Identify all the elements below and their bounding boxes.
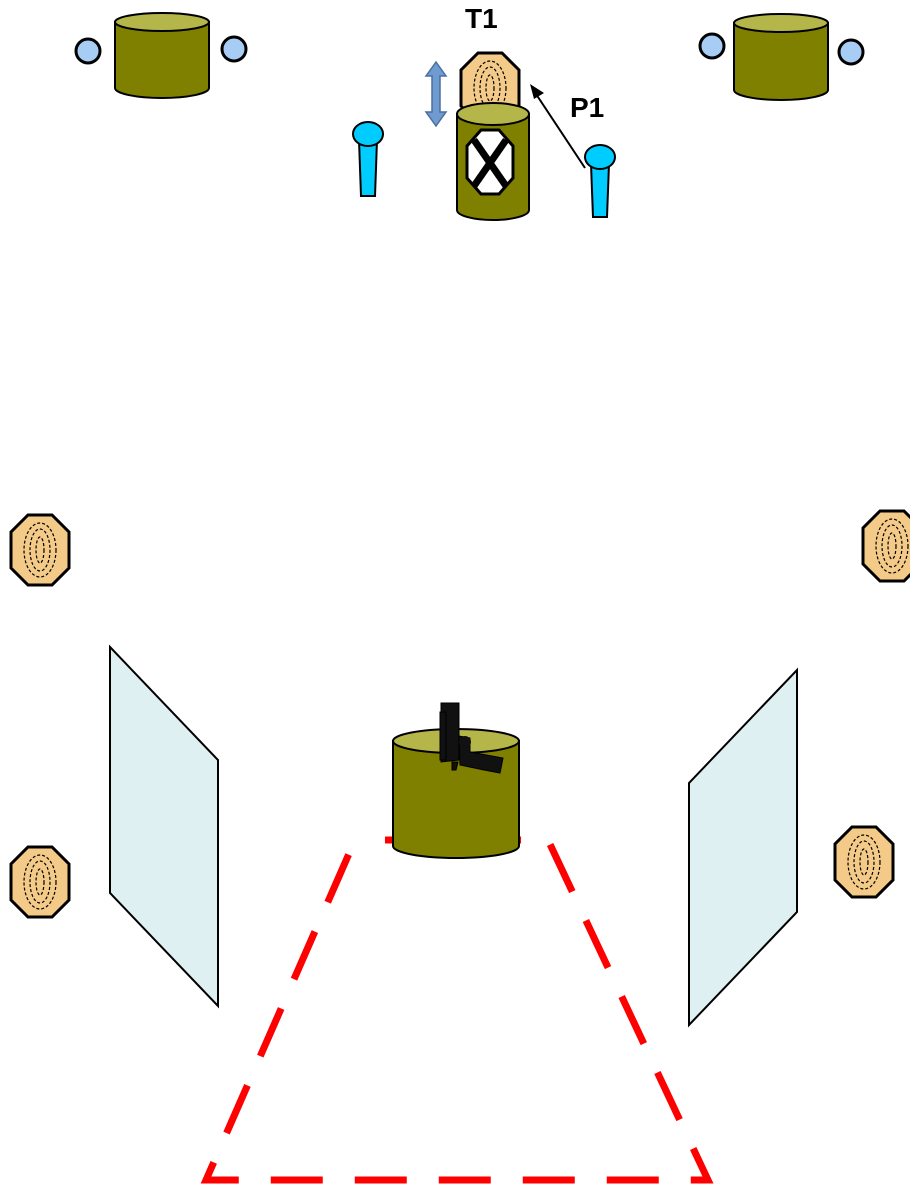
mini-popper-right-2 [837,38,865,66]
mover-arrow-icon [424,60,448,128]
paper-target-right-lower [833,825,895,899]
barrel-top-right [733,13,829,101]
popper-p1 [584,144,616,218]
mini-popper-left-1 [74,37,102,65]
mini-popper-left-2 [220,35,248,63]
popper-activation-arrow [530,84,586,169]
steel-post-left [352,121,384,197]
target-label-t1: T1 [465,3,498,34]
paper-target-left-upper [9,513,71,587]
fault-line-shooting-area [200,836,714,1184]
no-shoot-icon [465,128,515,196]
paper-target-right-upper [861,509,910,583]
paper-target-left-lower [9,845,71,919]
wall-left [109,644,219,1009]
pistol-icon [439,702,504,774]
barrel-top-left [114,12,210,99]
wall-right [688,667,798,1028]
popper-label-p1: P1 [570,92,604,123]
mini-popper-right-1 [698,32,726,60]
